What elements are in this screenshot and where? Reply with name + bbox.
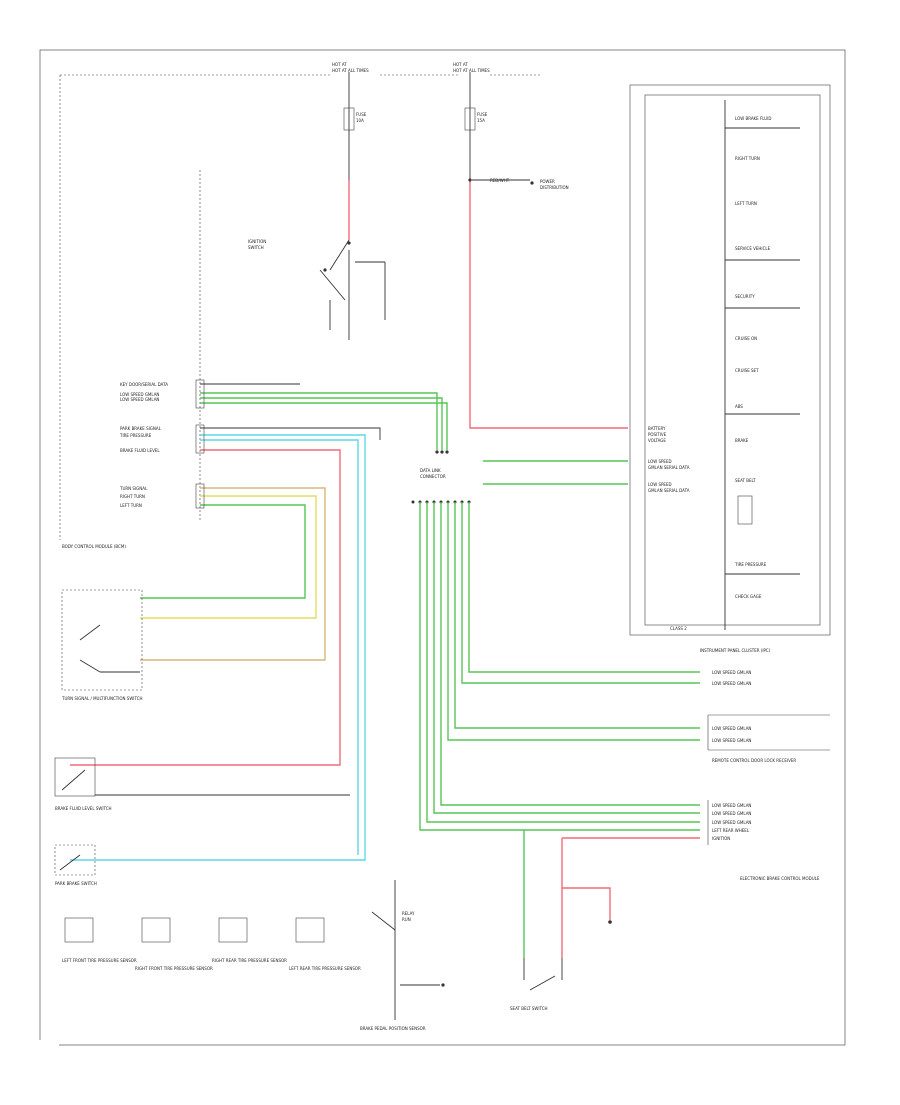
indicator-11: CHECK GAGE bbox=[735, 594, 762, 599]
turn-switch-label: TURN SIGNAL / MULTIFUNCTION SWITCH bbox=[61, 696, 143, 701]
svg-text:IGNITION: IGNITION bbox=[248, 239, 266, 244]
indicator-6: CRUISE SET bbox=[735, 368, 759, 373]
diagram-corner-tag bbox=[35, 1040, 59, 1048]
ebcm-label: ELECTRONIC BRAKE CONTROL MODULE bbox=[740, 876, 820, 881]
svg-text:15A: 15A bbox=[477, 118, 485, 123]
rcdlr-box: LOW SPEED GMLAN LOW SPEED GMLAN LOW SPEE… bbox=[707, 670, 830, 763]
svg-text:TIRE PRESSURE: TIRE PRESSURE bbox=[119, 433, 152, 438]
fuse-1-label: HOT AT ALL TIMES bbox=[332, 68, 369, 73]
svg-text:LEFT TURN: LEFT TURN bbox=[120, 503, 142, 508]
svg-text:HOT AT: HOT AT bbox=[332, 62, 347, 67]
svg-text:BRAKE FLUID LEVEL: BRAKE FLUID LEVEL bbox=[120, 448, 160, 453]
indicator-3: SERVICE VEHICLE bbox=[735, 246, 771, 251]
svg-text:10A: 10A bbox=[356, 118, 364, 123]
svg-text:DISTRIBUTION: DISTRIBUTION bbox=[540, 185, 569, 190]
indicator-9: SEAT BELT bbox=[735, 478, 756, 483]
svg-text:CONNECTOR: CONNECTOR bbox=[420, 474, 446, 479]
svg-text:RIGHT TURN: RIGHT TURN bbox=[120, 494, 145, 499]
svg-text:KEY DOOR/SERIAL DATA: KEY DOOR/SERIAL DATA bbox=[120, 382, 168, 387]
svg-text:LOW SPEED GMLAN: LOW SPEED GMLAN bbox=[712, 681, 751, 686]
indicator-8: BRAKE bbox=[735, 438, 749, 443]
svg-text:RELAY: RELAY bbox=[402, 911, 415, 916]
data-link-connector: DATA LINK CONNECTOR bbox=[411, 450, 471, 504]
seat-belt-switch: SEAT BELT SWITCH bbox=[510, 920, 612, 1011]
bcm-connectors: KEY DOOR/SERIAL DATA LOW SPEED GMLAN LOW… bbox=[70, 379, 448, 861]
seat-belt-label: SEAT BELT SWITCH bbox=[510, 1006, 548, 1011]
gmlan-trunk bbox=[419, 502, 700, 958]
svg-text:DATA LINK: DATA LINK bbox=[420, 468, 441, 473]
svg-text:GMLAN SERIAL DATA: GMLAN SERIAL DATA bbox=[648, 465, 690, 470]
svg-text:RED/WHT: RED/WHT bbox=[490, 178, 510, 183]
svg-text:CLASS 2: CLASS 2 bbox=[670, 626, 687, 631]
brake-fluid-label: BRAKE FLUID LEVEL SWITCH bbox=[55, 806, 112, 811]
ipc-caption: INSTRUMENT PANEL CLUSTER (IPC) bbox=[700, 648, 771, 653]
indicator-0: LOW BRAKE FLUID bbox=[735, 116, 772, 121]
ipc-indicators: LOW BRAKE FLUID RIGHT TURN LEFT TURN SER… bbox=[725, 116, 800, 599]
svg-text:SWITCH: SWITCH bbox=[248, 245, 264, 250]
brake-pedal-sensor: RELAY RUN BRAKE PEDAL POSITION SENSOR bbox=[360, 880, 445, 1031]
svg-text:LOW SPEED: LOW SPEED bbox=[648, 482, 672, 487]
svg-text:BATTERY: BATTERY bbox=[648, 426, 666, 431]
bpp-label: BRAKE PEDAL POSITION SENSOR bbox=[360, 1026, 426, 1031]
sensor-lr: LEFT REAR TIRE PRESSURE SENSOR bbox=[289, 966, 361, 971]
sensor-rr: RIGHT REAR TIRE PRESSURE SENSOR bbox=[212, 958, 287, 963]
svg-text:LEFT REAR WHEEL: LEFT REAR WHEEL bbox=[712, 828, 750, 833]
ignition-switch: IGNITION SWITCH bbox=[248, 180, 386, 340]
tire-sensors: LEFT FRONT TIRE PRESSURE SENSOR RIGHT FR… bbox=[62, 917, 361, 971]
svg-text:VOLTAGE: VOLTAGE bbox=[648, 438, 666, 443]
diagram-frame bbox=[39, 49, 846, 1046]
turn-signal-switch: TURN SIGNAL / MULTIFUNCTION SWITCH bbox=[61, 589, 143, 701]
svg-text:LOW SPEED GMLAN: LOW SPEED GMLAN bbox=[120, 392, 159, 397]
indicator-5: CRUISE ON bbox=[735, 336, 757, 341]
svg-text:LOW SPEED: LOW SPEED bbox=[648, 459, 672, 464]
brake-fluid-switch: BRAKE FLUID LEVEL SWITCH bbox=[54, 757, 350, 811]
bcm-label: BODY CONTROL MODULE (BCM) bbox=[62, 544, 126, 549]
park-brake-switch: PARK BRAKE SWITCH bbox=[54, 844, 97, 886]
svg-text:TURN SIGNAL: TURN SIGNAL bbox=[119, 486, 148, 491]
indicator-1: RIGHT TURN bbox=[735, 156, 760, 161]
indicator-4: SECURITY bbox=[735, 294, 755, 299]
svg-text:LOW SPEED GMLAN: LOW SPEED GMLAN bbox=[712, 811, 751, 816]
svg-text:LOW SPEED GMLAN: LOW SPEED GMLAN bbox=[712, 803, 751, 808]
svg-text:LOW SPEED GMLAN: LOW SPEED GMLAN bbox=[712, 820, 751, 825]
ipc-box: BATTERY POSITIVE VOLTAGE LOW SPEED GMLAN… bbox=[629, 84, 831, 636]
park-brake-label: PARK BRAKE SWITCH bbox=[55, 881, 97, 886]
ebcm-box: LOW SPEED GMLAN LOW SPEED GMLAN LOW SPEE… bbox=[707, 800, 820, 881]
rcdlr-label: REMOTE CONTROL DOOR LOCK RECEIVER bbox=[712, 758, 796, 763]
svg-text:POWER: POWER bbox=[540, 179, 555, 184]
svg-text:PARK BRAKE SIGNAL: PARK BRAKE SIGNAL bbox=[120, 426, 162, 431]
svg-text:LOW SPEED GMLAN: LOW SPEED GMLAN bbox=[712, 670, 751, 675]
indicator-10: TIRE PRESSURE bbox=[734, 562, 767, 567]
svg-text:LOW SPEED GMLAN: LOW SPEED GMLAN bbox=[120, 397, 159, 402]
relay-junction: RED/WHT POWER DISTRIBUTION bbox=[468, 178, 569, 190]
indicator-2: LEFT TURN bbox=[735, 201, 757, 206]
bcm-outline bbox=[59, 74, 540, 540]
svg-text:FUSE: FUSE bbox=[477, 112, 488, 117]
svg-text:LOW SPEED GMLAN: LOW SPEED GMLAN bbox=[712, 738, 751, 743]
indicator-7: ABS bbox=[735, 404, 743, 409]
sensor-rf: RIGHT FRONT TIRE PRESSURE SENSOR bbox=[135, 966, 213, 971]
fuse-1: HOT AT HOT AT ALL TIMES FUSE 10A bbox=[332, 62, 369, 180]
svg-text:LOW SPEED GMLAN: LOW SPEED GMLAN bbox=[712, 726, 751, 731]
svg-text:HOT AT: HOT AT bbox=[453, 62, 468, 67]
svg-text:POSITIVE: POSITIVE bbox=[648, 432, 667, 437]
svg-text:GMLAN SERIAL DATA: GMLAN SERIAL DATA bbox=[648, 488, 690, 493]
fuse-2-label: HOT AT ALL TIMES bbox=[453, 68, 490, 73]
svg-text:RUN: RUN bbox=[402, 917, 411, 922]
fuse-2: HOT AT HOT AT ALL TIMES FUSE 15A bbox=[453, 62, 490, 178]
svg-text:FUSE: FUSE bbox=[356, 112, 367, 117]
svg-text:IGNITION: IGNITION bbox=[712, 836, 730, 841]
power-wire-red bbox=[469, 178, 628, 429]
sensor-lf: LEFT FRONT TIRE PRESSURE SENSOR bbox=[62, 958, 137, 963]
